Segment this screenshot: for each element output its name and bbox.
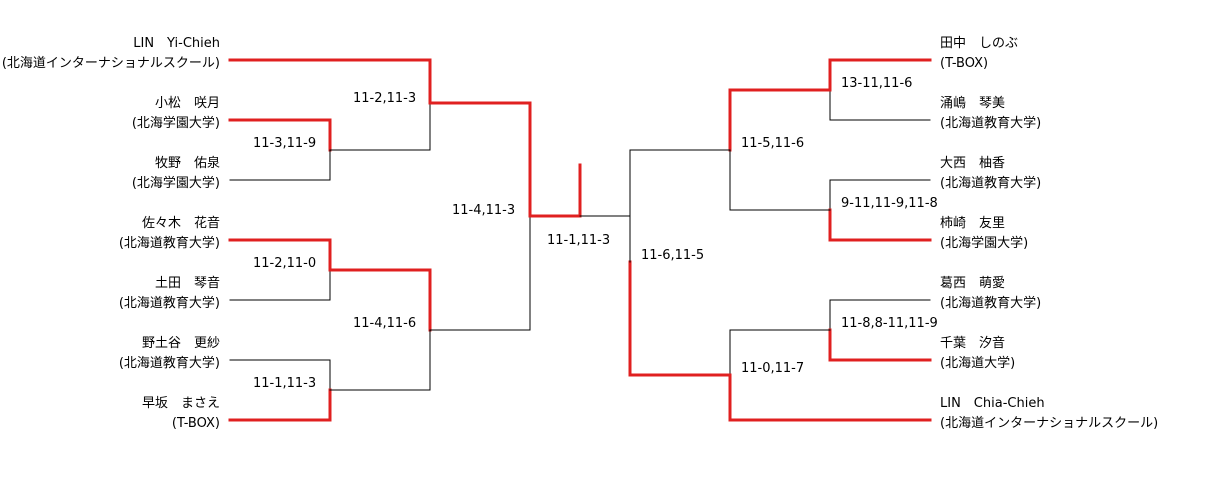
score-left-round1-bottom: 11-1,11-3 — [253, 376, 317, 391]
line-right-r1a-win — [728, 88, 832, 152]
line-left-p1-advance — [228, 58, 432, 105]
player-right-7: LIN Chia-Chieh (北海道インターナショナルスクール) — [940, 394, 1158, 434]
player-left-5: 土田 琴音 (北海道教育大学) — [119, 274, 220, 314]
player-right-6: 千葉 汐音 (北海道大学) — [940, 334, 1015, 374]
player-name: 佐々木 花音 — [141, 216, 220, 231]
line-left-p6-loss — [229, 359, 331, 391]
player-name: 土田 琴音 — [154, 276, 220, 291]
line-right-p3-loss — [829, 179, 931, 211]
player-affiliation: (北海道教育大学) — [118, 356, 220, 371]
player-name: 小松 咲月 — [154, 96, 220, 111]
player-name: LIN Chia-Chieh — [940, 396, 1045, 411]
score-left-semifinal: 11-4,11-3 — [452, 203, 516, 218]
player-affiliation: (T-BOX) — [171, 416, 220, 431]
player-affiliation: (北海道インターナショナルスクール) — [1, 56, 220, 71]
player-affiliation: (北海学園大学) — [940, 236, 1029, 251]
player-left-2: 小松 咲月 (北海学園大学) — [132, 94, 220, 134]
player-left-3: 牧野 佑泉 (北海学園大学) — [132, 154, 220, 194]
player-affiliation: (北海道インターナショナルスクール) — [940, 416, 1159, 431]
line-right-p6-win — [828, 328, 932, 362]
player-left-1: LIN Yi-Chieh (北海道インターナショナルスクール) — [2, 34, 220, 74]
line-left-p4-win — [228, 238, 332, 272]
player-right-2: 涌嶋 琴美 (北海道教育大学) — [940, 94, 1041, 134]
player-name: 野土谷 更紗 — [141, 336, 220, 351]
line-right-p1-win — [828, 58, 932, 92]
score-right-round1-bottom: 11-8,8-11,11-9 — [841, 316, 938, 331]
score-left-round2-top: 11-2,11-3 — [353, 91, 417, 106]
player-affiliation: (北海道教育大学) — [940, 176, 1042, 191]
player-name: 千葉 汐音 — [940, 336, 1006, 351]
player-affiliation: (北海道教育大学) — [118, 296, 220, 311]
score-right-round1-mid: 9-11,11-9,11-8 — [841, 196, 938, 211]
player-name: 涌嶋 琴美 — [940, 96, 1006, 111]
player-affiliation: (北海学園大学) — [131, 176, 220, 191]
player-right-5: 葛西 萌愛 (北海道教育大学) — [940, 274, 1041, 314]
line-right-r1c-loss — [729, 329, 831, 376]
player-affiliation: (T-BOX) — [940, 56, 989, 71]
player-affiliation: (北海学園大学) — [131, 116, 220, 131]
line-left-p3-loss — [229, 149, 331, 181]
player-name: 大西 柚香 — [940, 156, 1006, 171]
player-affiliation: (北海道教育大学) — [940, 116, 1042, 131]
line-right-p5-loss — [829, 299, 931, 331]
player-name: LIN Yi-Chieh — [133, 36, 220, 51]
score-final: 11-1,11-3 — [547, 233, 611, 248]
score-right-round1-top: 13-11,11-6 — [841, 76, 913, 91]
score-left-round1-top: 11-3,11-9 — [253, 136, 317, 151]
line-left-p5-loss — [229, 269, 331, 301]
player-left-6: 野土谷 更紗 (北海道教育大学) — [119, 334, 220, 374]
score-left-round1-mid: 11-2,11-0 — [253, 256, 317, 271]
player-name: 田中 しのぶ — [940, 36, 1019, 51]
line-left-r2a-win — [428, 101, 532, 218]
player-left-7: 早坂 まさえ (T-BOX) — [142, 394, 220, 434]
line-left-r1c-loss — [329, 329, 431, 391]
score-right-semifinal: 11-6,11-5 — [641, 248, 705, 263]
line-right-r1b-loss — [729, 149, 831, 211]
player-affiliation: (北海道教育大学) — [118, 236, 220, 251]
player-name: 牧野 佑泉 — [154, 156, 220, 171]
player-affiliation: (北海道教育大学) — [940, 296, 1042, 311]
score-left-round2-bottom: 11-4,11-6 — [353, 316, 417, 331]
line-right-p7-win — [728, 373, 932, 422]
line-left-r1a-loss — [329, 102, 431, 151]
player-right-1: 田中 しのぶ (T-BOX) — [940, 34, 1018, 74]
player-name: 早坂 まさえ — [141, 396, 220, 411]
player-right-4: 柿崎 友里 (北海学園大学) — [940, 214, 1028, 254]
player-right-3: 大西 柚香 (北海道教育大学) — [940, 154, 1041, 194]
line-right-r2a-loss — [629, 149, 731, 217]
line-right-p4-win — [828, 208, 932, 242]
line-left-r1b-win — [328, 268, 432, 332]
line-right-p2-loss — [829, 89, 931, 121]
player-name: 柿崎 友里 — [940, 216, 1006, 231]
line-left-p2-win — [228, 118, 332, 152]
score-right-round2-bottom: 11-0,11-7 — [741, 361, 805, 376]
player-left-4: 佐々木 花音 (北海道教育大学) — [119, 214, 220, 254]
player-affiliation: (北海道大学) — [940, 356, 1016, 371]
line-left-r2b-loss — [429, 215, 531, 331]
player-name: 葛西 萌愛 — [940, 276, 1006, 291]
line-right-r2b-win — [628, 260, 732, 377]
line-left-p7-win — [228, 388, 332, 422]
score-right-round2-top: 11-5,11-6 — [741, 136, 805, 151]
